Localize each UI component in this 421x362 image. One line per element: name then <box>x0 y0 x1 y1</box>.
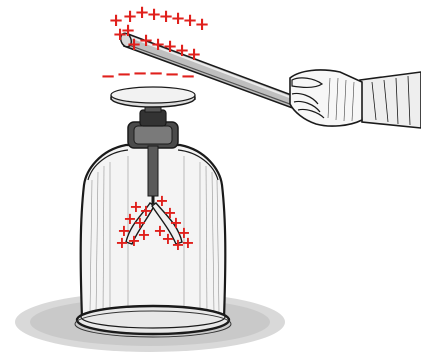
positive-charge: + <box>169 213 182 232</box>
positive-charge: + <box>182 10 197 31</box>
positive-charge: + <box>174 40 189 61</box>
glass-rod <box>120 32 304 112</box>
leaf-positive-charges: ++++++++++++++++ <box>115 191 194 254</box>
positive-charge: + <box>161 229 174 248</box>
positive-charge: + <box>186 44 201 65</box>
positive-charge: + <box>134 2 149 23</box>
positive-charge: + <box>120 20 135 41</box>
positive-charge: + <box>123 209 136 228</box>
positive-charge: + <box>162 36 177 57</box>
positive-charge: + <box>171 235 184 254</box>
positive-charge: + <box>170 8 185 29</box>
positive-charge: + <box>137 225 150 244</box>
negative-charge: − <box>180 66 195 87</box>
positive-charge: + <box>194 14 209 35</box>
metal-rod <box>147 145 159 204</box>
stopper <box>127 103 179 149</box>
bell-jar <box>74 143 232 338</box>
positive-charge: + <box>115 233 128 252</box>
positive-charge: + <box>150 34 165 55</box>
rod-positive-charges: ++++++++++++++++ <box>108 2 209 65</box>
hand <box>289 69 421 129</box>
positive-charge: + <box>181 233 194 252</box>
positive-charge: + <box>153 221 166 240</box>
positive-charge: + <box>163 203 176 222</box>
positive-charge: + <box>117 221 130 240</box>
positive-charge: + <box>177 223 190 242</box>
positive-charge: + <box>127 231 140 250</box>
positive-charge: + <box>139 201 152 220</box>
negative-charge: − <box>116 64 131 85</box>
positive-charge: + <box>112 24 127 45</box>
metal-disc <box>110 86 196 108</box>
positive-charge: + <box>133 213 146 232</box>
positive-charge: + <box>158 6 173 27</box>
positive-charge: + <box>129 197 142 216</box>
positive-charge: + <box>122 6 137 27</box>
negative-charge: − <box>132 63 147 84</box>
negative-charge: − <box>100 66 115 87</box>
negative-charge: − <box>164 64 179 85</box>
disc-negative-charges: −−−−−− <box>100 63 195 87</box>
gold-leaves <box>125 201 183 245</box>
positive-charge: + <box>146 4 161 25</box>
positive-charge: + <box>126 34 141 55</box>
negative-charge: − <box>148 63 163 84</box>
positive-charge: + <box>155 191 168 210</box>
positive-charge: + <box>138 30 153 51</box>
positive-charge: + <box>108 10 123 31</box>
